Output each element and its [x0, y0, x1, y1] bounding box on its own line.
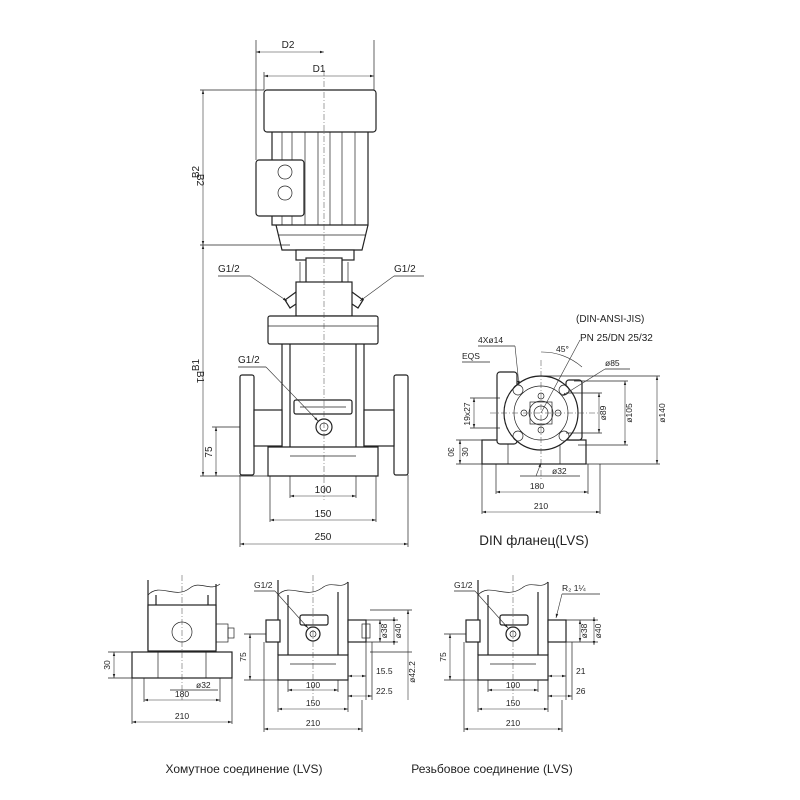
label-g-left: G1/2	[218, 264, 240, 275]
clamp-dim-30: 30	[102, 660, 112, 670]
clamp-dim-150: 150	[306, 698, 320, 708]
label-g-mid: G1/2	[238, 355, 260, 366]
flange-standard: (DIN-ANSI-JIS)	[576, 314, 644, 325]
clamp-dim-15-5: 15.5	[376, 666, 393, 676]
clamp-dim-210: 210	[175, 711, 189, 721]
label-g-right: G1/2	[394, 264, 416, 275]
caption-thread: Резьбовое соединение (LVS)	[411, 762, 572, 776]
dim-slot: 19x27	[462, 402, 472, 425]
dim-d2: D2	[282, 40, 295, 51]
clamp-dim-75: 75	[238, 652, 248, 662]
thread-dim-21: 21	[576, 666, 586, 676]
dim-d89: ø89	[598, 405, 608, 420]
dim-b2-mirrored: B2	[194, 174, 205, 187]
thread-label-g: G1/2	[454, 580, 473, 590]
outlet-flange	[363, 374, 409, 476]
dim-30-mirrored: 30	[446, 447, 456, 457]
inlet-flange	[239, 374, 283, 476]
motor	[255, 89, 377, 251]
thread-dim-26: 26	[576, 686, 586, 696]
dim-d32: ø32	[552, 466, 567, 476]
pump-base	[267, 446, 379, 477]
clamp-dim-d42: ø42.2	[407, 661, 417, 683]
clamp-dim-d40: ø40	[393, 623, 403, 638]
dim-b1: B1	[191, 358, 202, 371]
dim-d85: ø85	[605, 358, 620, 368]
dim-d105: ø105	[624, 403, 634, 423]
thread-label-r2: R₂ 1¼	[562, 583, 587, 593]
clamp-dim-210-front: 210	[306, 718, 320, 728]
dim-d1: D1	[313, 64, 326, 75]
dim-30: 30	[460, 447, 470, 457]
caption-clamp: Хомутное соединение (LVS)	[165, 762, 322, 776]
clamp-dim-180: 180	[175, 689, 189, 699]
dim-250: 250	[315, 532, 332, 543]
label-holes: 4Xø14	[478, 335, 503, 345]
clamp-dim-100: 100	[306, 680, 320, 690]
dim-150: 150	[315, 509, 332, 520]
thread-dim-210: 210	[506, 718, 520, 728]
clamp-dim-22-5: 22.5	[376, 686, 393, 696]
clamp-side-view: 30 ø32 180 210	[102, 575, 235, 724]
dim-45-deg: 45°	[556, 344, 569, 354]
label-eqs: EQS	[462, 351, 480, 361]
thread-dim-100: 100	[506, 680, 520, 690]
caption-din-flange: DIN фланец(LVS)	[479, 533, 588, 548]
dim-210: 210	[534, 501, 548, 511]
clamp-front-detail: G1/2 75 ø38 ø40 ø42.2 15.5 22.5 100 150	[238, 575, 417, 732]
clamp-dim-d32: ø32	[196, 680, 211, 690]
threaded-view: G1/2 R₂ 1¼ 75 ø38 ø40 21 26 100 150	[438, 575, 603, 732]
dim-d140: ø140	[657, 403, 667, 423]
front-view: D2 D1 B2 B2 B1 B1 75 G1/2 G1/2 G1/2	[191, 40, 424, 547]
thread-dim-150: 150	[506, 698, 520, 708]
pump-sleeve	[281, 344, 365, 447]
dim-180: 180	[530, 481, 544, 491]
dim-b2: B2	[191, 165, 202, 178]
dim-100: 100	[315, 485, 332, 496]
thread-dim-d40: ø40	[593, 623, 603, 638]
dim-b1-mirrored: B1	[194, 371, 205, 384]
clamp-dim-d38: ø38	[379, 623, 389, 638]
flange-pressure: PN 25/DN 25/32	[580, 333, 653, 344]
thread-dim-75: 75	[438, 652, 448, 662]
pump-head	[267, 315, 379, 345]
clamp-label-g: G1/2	[254, 580, 273, 590]
dim-75: 75	[204, 446, 215, 458]
thread-dim-d38: ø38	[579, 623, 589, 638]
din-flange-view: (DIN-ANSI-JIS) PN 25/DN 25/32 45° 4Xø1	[446, 314, 667, 548]
